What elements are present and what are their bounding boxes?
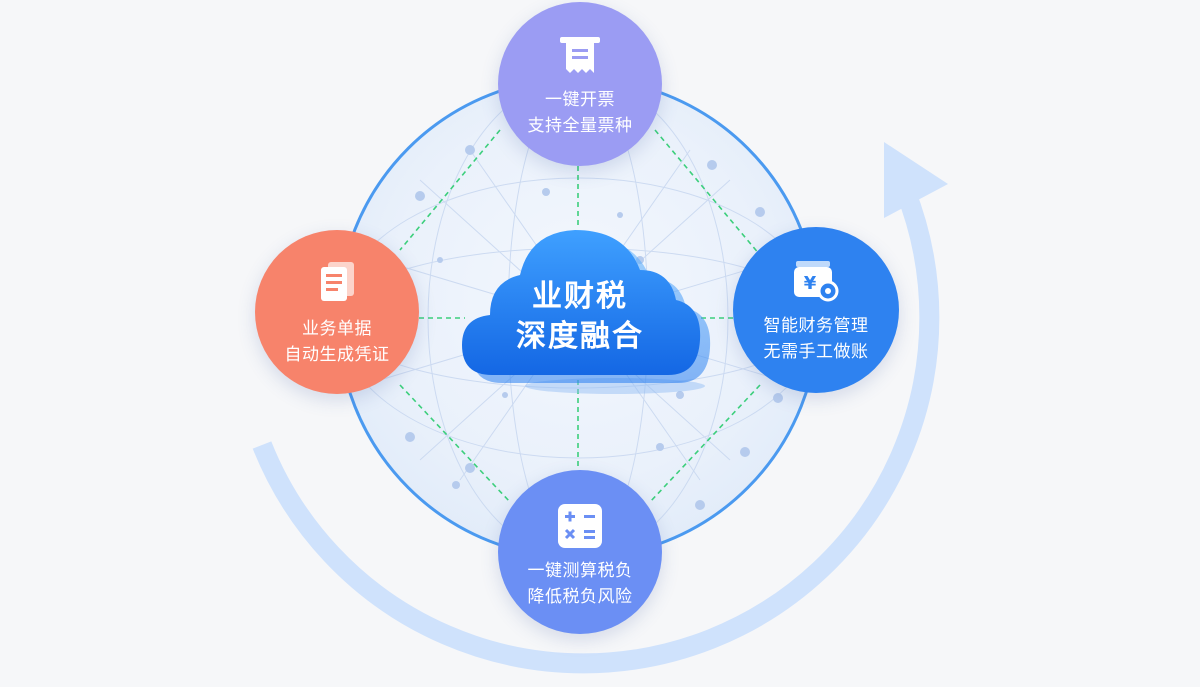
node-business-documents: 业务单据 自动生成凭证 [255,230,419,394]
cycle-arrow-head [884,142,948,218]
node-finance-management: ¥ 智能财务管理 无需手工做账 [733,227,899,393]
node-top-line1: 一键开票 [545,90,615,110]
node-right-line2: 无需手工做账 [763,342,869,362]
node-bottom-line2: 降低税负风险 [527,587,633,607]
receipt-icon [560,37,600,73]
yen-gear-icon: ¥ [794,261,839,302]
center-cloud-label: 业财税 深度融合 [470,277,690,357]
node-tax-calculation: 一键测算税负 降低税负风险 [498,470,662,634]
node-right-line1: 智能财务管理 [763,316,869,336]
svg-text:¥: ¥ [804,273,817,294]
node-left-line2: 自动生成凭证 [284,345,390,365]
center-title-line1: 业财税 [532,279,628,314]
node-invoicing: 一键开票 支持全量票种 [498,2,662,166]
node-left-line1: 业务单据 [302,319,372,339]
cycle-arrow-arc [252,186,940,674]
node-bottom-line1: 一键测算税负 [527,561,633,581]
dashed-connectors [399,129,761,503]
document-stack-icon [321,262,354,301]
node-top-line2: 支持全量票种 [527,116,633,136]
center-title-line2: 深度融合 [516,319,644,354]
center-cloud [462,230,711,394]
calculator-icon [558,504,602,548]
